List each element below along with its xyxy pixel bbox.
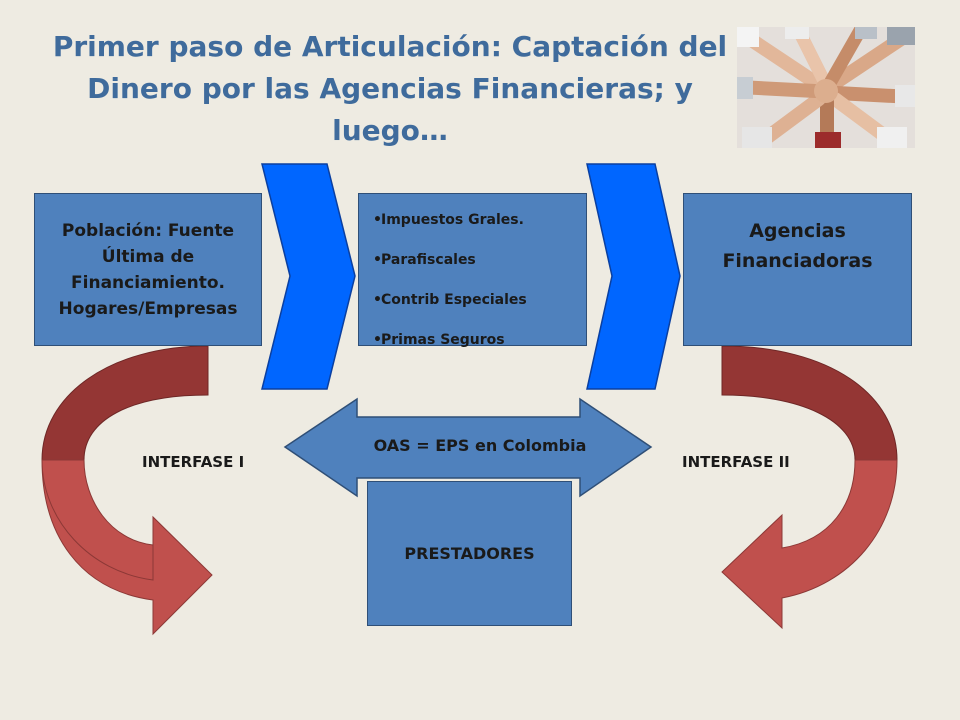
joined-hands-illustration bbox=[737, 27, 915, 148]
left-curved-arrow bbox=[41, 345, 213, 636]
list-item: Contrib Especiales bbox=[373, 280, 574, 320]
chevron-arrow-1 bbox=[261, 163, 356, 390]
list-item: Impuestos Grales. bbox=[373, 200, 574, 240]
population-source-box: Población: Fuente Última de Financiamien… bbox=[34, 193, 262, 346]
list-item: Primas Seguros bbox=[373, 320, 574, 360]
funding-sources-list: Impuestos Grales. Parafiscales Contrib E… bbox=[373, 200, 574, 360]
interface-ii-label: INTERFASE II bbox=[682, 453, 790, 471]
interface-i-label: INTERFASE I bbox=[142, 453, 245, 471]
page-title: Primer paso de Articulación: Captación d… bbox=[52, 30, 728, 147]
financing-agencies-text: Agencias Financiadoras bbox=[722, 220, 873, 272]
providers-text: PRESTADORES bbox=[404, 544, 535, 563]
joined-hands-photo bbox=[737, 27, 915, 148]
funding-sources-box: Impuestos Grales. Parafiscales Contrib E… bbox=[358, 193, 587, 360]
oas-double-arrow bbox=[283, 397, 653, 498]
providers-box: PRESTADORES bbox=[367, 481, 572, 626]
population-source-text: Población: Fuente Última de Financiamien… bbox=[58, 220, 238, 319]
list-item: Parafiscales bbox=[373, 240, 574, 280]
right-curved-arrow bbox=[721, 345, 898, 630]
chevron-arrow-2 bbox=[586, 163, 681, 390]
financing-agencies-box: Agencias Financiadoras bbox=[683, 193, 912, 346]
oas-label: OAS = EPS en Colombia bbox=[373, 436, 587, 455]
